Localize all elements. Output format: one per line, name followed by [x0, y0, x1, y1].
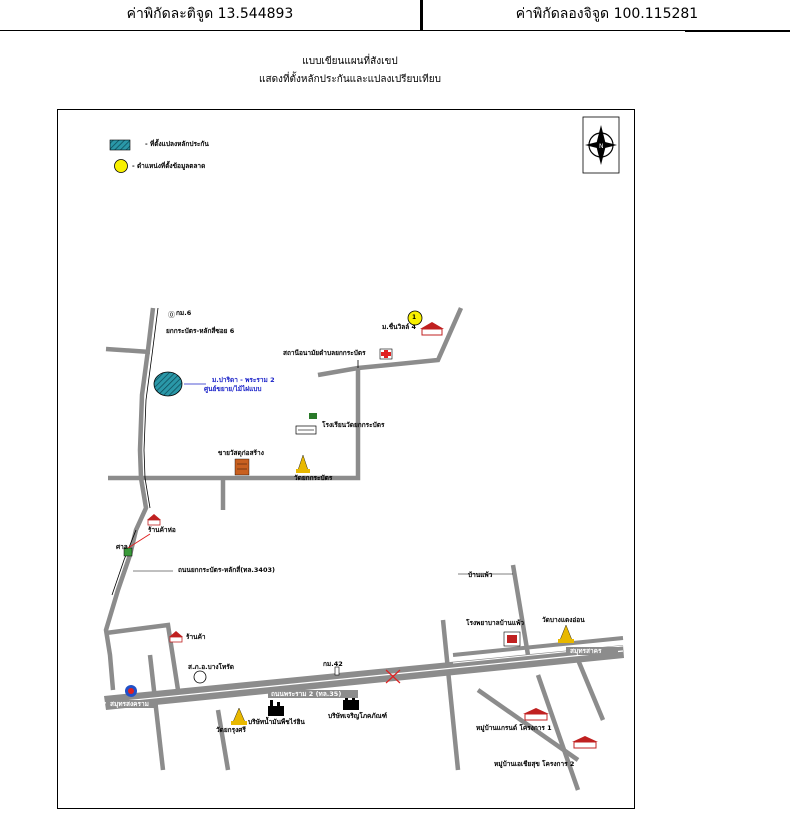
north-arrow-icon: N — [582, 116, 620, 174]
project-label: ม.ปาริดา - พระราม 2 — [212, 376, 275, 384]
temple-label: วัดยกกระบัตร — [294, 474, 333, 482]
header-bottom-border — [0, 30, 685, 31]
km6-label: กม.6 — [176, 309, 192, 317]
road-top-label: ยกกระบัตร-หลักสี่ซอย 6 — [166, 327, 235, 335]
village-2-icon — [572, 736, 598, 749]
minor-lines — [111, 307, 359, 596]
km42-marker-icon — [334, 666, 340, 676]
project-sublabel: ศูนย์ขยาย/ไม้ไผ่แบบ — [204, 385, 262, 393]
sketch-map: N — [57, 109, 635, 809]
village2-label: หมู่บ้านเอเชียสุข โครงการ 2 — [494, 760, 575, 768]
main-road-sign — [268, 690, 358, 698]
temple-right-label: วัดบางแตงอ่อน — [542, 616, 585, 624]
to-west-label: สมุทรสงคราม — [110, 700, 149, 708]
clinic-icon — [379, 348, 393, 360]
market-marker-1-icon — [407, 310, 423, 326]
main-road-label: ถนนพระราม 2 (ทล.35) — [271, 690, 342, 698]
to-bkk-sign — [566, 647, 618, 655]
legend-market-marker-icon — [114, 159, 128, 173]
shop-house-icon — [147, 514, 161, 526]
collateral-plot-marker — [153, 371, 183, 397]
to-bkk-label: สมุทรสาคร — [570, 647, 602, 655]
km42-label: กม.42 — [323, 660, 343, 668]
km6-marker-icon: ⓪ — [168, 311, 175, 319]
hardware-store-label: ขายวัสดุก่อสร้าง — [218, 449, 264, 457]
road-network — [103, 307, 606, 791]
police-icon — [193, 670, 207, 684]
shrine-label: ศาล — [116, 543, 128, 551]
gas-station-icon — [125, 685, 137, 697]
coordinate-header: ค่าพิกัดละติจูด 13.544893 ค่าพิกัดลองจิจ… — [0, 0, 790, 32]
building-icon — [234, 458, 250, 476]
hospital-icon — [503, 631, 521, 647]
factory1-label: บริษัทน้ำมันพืชไร่ฮิน — [248, 718, 305, 726]
map-title: แบบเขียนแผนที่สังเขป — [302, 56, 398, 67]
temple-bottom-label: วัดยกรุงศรี — [216, 726, 246, 734]
school-label: โรงเรียนวัดยกกระบัตร — [322, 421, 385, 429]
shrine-pointer — [127, 533, 151, 549]
svg-text:N: N — [599, 143, 604, 150]
factory2-label: บริษัทเจริญโภคภัณฑ์ — [328, 712, 388, 720]
temple-bottom-icon — [231, 707, 247, 725]
latitude-label: ค่าพิกัดละติจูด 13.544893 — [126, 6, 294, 22]
header-bottom-border-right — [685, 30, 790, 32]
header-divider — [420, 0, 423, 30]
map-subtitle: แสดงที่ตั้งหลักประกันและแปลงเปรียบเทียบ — [259, 74, 441, 85]
shop-lower-label: ร้านค้า — [186, 633, 206, 641]
road-3403-label: ถนนยกกระบัตร-หลักสี่(ทล.3403) — [178, 566, 275, 574]
market-marker-number: 1 — [412, 314, 417, 321]
village-1-icon — [523, 708, 549, 721]
temple-icon — [296, 454, 310, 473]
police-label: ส.ภ.อ.บางโทรัด — [188, 663, 235, 671]
legend-market-label: - ตำแหน่งที่ตั้งข้อมูลตลาด — [132, 162, 206, 170]
road-crossing-marker — [385, 669, 401, 684]
shop-label: ร้านค้าห่อ — [148, 526, 176, 534]
map-canvas: N — [103, 116, 624, 791]
village4-label: ม.ชื่นวิลล์ 4 — [382, 323, 417, 331]
legend-collateral-label: - ที่ตั้งแปลงหลักประกัน — [145, 140, 209, 148]
village1-label: หมู่บ้านแกรนด์ โครงการ 1 — [476, 724, 552, 732]
factory-icon — [268, 700, 284, 716]
temple-right-icon — [558, 624, 574, 643]
ban-phaeo-label: บ้านแพ้ว — [468, 571, 493, 579]
to-west-sign — [106, 700, 158, 708]
longitude-label: ค่าพิกัดลองจิจูด 100.115281 — [515, 6, 699, 22]
hospital-label: โรงพยาบาลบ้านแพ้ว — [466, 619, 525, 627]
shop-house-2-icon — [169, 631, 183, 643]
school-icon — [295, 413, 317, 435]
house-icon — [420, 322, 444, 336]
clinic-label: สถานีอนามัยตำบลยกกระบัตร — [283, 349, 366, 357]
legend-collateral-swatch — [109, 139, 131, 151]
